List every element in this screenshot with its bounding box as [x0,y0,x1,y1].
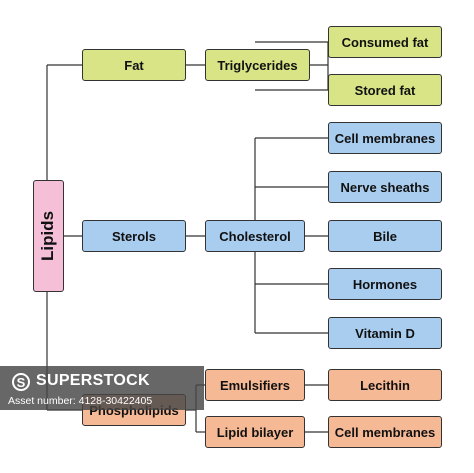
leaf-cell-membranes: Cell membranes [328,122,442,154]
leaf-consumed-fat: Consumed fat [328,26,442,58]
node-sterols: Sterols [82,220,186,252]
leaf-bile: Bile [328,220,442,252]
node-emulsifiers: Emulsifiers [205,369,305,401]
leaf-hormones: Hormones [328,268,442,300]
watermark-asset-number: Asset number: 4128-30422405 [8,395,153,407]
node-lipid-bilayer: Lipid bilayer [205,416,305,448]
watermark-brand: SUPERSTOCK [36,372,150,389]
leaf-stored-fat: Stored fat [328,74,442,106]
watermark-band: S SUPERSTOCK Asset number: 4128-30422405 [0,366,204,410]
leaf-nerve-sheaths: Nerve sheaths [328,171,442,203]
node-triglycerides: Triglycerides [205,49,310,81]
root-node-lipids: Lipids [33,180,64,292]
node-fat: Fat [82,49,186,81]
leaf-cell-membranes-bilayer: Cell membranes [328,416,442,448]
superstock-logo-icon: S [12,373,30,391]
node-cholesterol: Cholesterol [205,220,305,252]
leaf-lecithin: Lecithin [328,369,442,401]
root-label: Lipids [38,210,58,262]
leaf-vitamin-d: Vitamin D [328,317,442,349]
